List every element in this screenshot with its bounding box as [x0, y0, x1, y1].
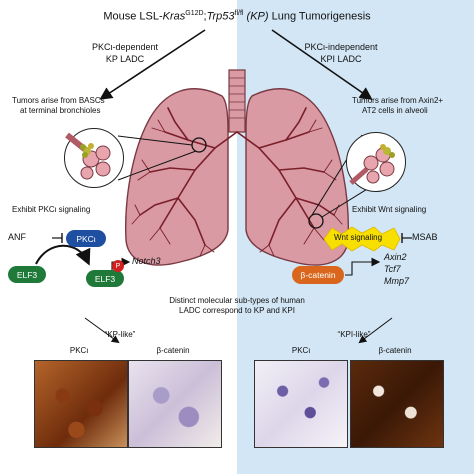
tcf7-target: Tcf7 [384, 264, 401, 274]
wnt-signaling-label: Wnt signaling [334, 233, 383, 242]
right-origin-line2: AT2 cells in alveoli [362, 106, 428, 115]
bronchial-tree [139, 107, 335, 246]
arrow-to-kpi [271, 29, 373, 100]
kp-catenin-stain-image [128, 360, 222, 448]
right-origin-line1: Tumors arise from Axin2+ [352, 96, 444, 105]
beta-catenin-node: β-catenin [292, 266, 344, 284]
right-dependency-label: PKCι-independent [304, 42, 378, 52]
left-subtype-label: KP LADC [105, 54, 145, 64]
left-lung [125, 88, 229, 266]
center-text-line2: LADC correspond to KP and KPI [179, 306, 295, 315]
notch3-target: Notch3 [132, 256, 161, 266]
left-origin-line2: at terminal bronchioles [20, 106, 101, 115]
kpi-like-label: “KPI-like” [337, 330, 371, 339]
alveoli-zoom-inset [346, 132, 406, 192]
arrow-to-kp [99, 29, 206, 100]
pkc-node: PKCι [66, 230, 106, 247]
kp-like-label: “KP-like” [104, 330, 136, 339]
phospho-badge: P [112, 260, 124, 272]
center-text-line1: Distinct molecular sub-types of human [169, 296, 305, 305]
axin2-target: Axin2 [384, 252, 407, 262]
figure-title: Mouse LSL-KrasG12D;Trp53fl/fl (KP) Lung … [103, 10, 371, 23]
elf3-node: ELF3 [8, 266, 46, 283]
left-stain1-label: PKCι [69, 346, 89, 355]
left-stain2-label: β-catenin [156, 346, 190, 355]
trachea [228, 69, 246, 133]
kpi-catenin-stain-image [350, 360, 444, 448]
right-stain2-label: β-catenin [378, 346, 412, 355]
right-subtype-label: KPI LADC [320, 54, 362, 64]
msab-label: MSAB [412, 232, 438, 242]
left-origin-line1: Tumors arise from BASCs [12, 96, 105, 105]
left-dependency-label: PKCι-dependent [91, 42, 159, 52]
right-stain1-label: PKCι [291, 346, 311, 355]
kp-pkc-stain-image [34, 360, 128, 448]
elf3-phospho-node: ELF3 [86, 270, 124, 287]
bronchiole-zoom-inset [64, 128, 124, 188]
kpi-pkc-stain-image [254, 360, 348, 448]
wnt-burst [323, 226, 401, 252]
alveoli-target-circle [308, 213, 324, 229]
left-signaling-label: Exhibit PKCι signaling [12, 205, 91, 214]
mmp7-target: Mmp7 [384, 276, 410, 286]
anf-label: ANF [8, 232, 26, 242]
right-signaling-label: Exhibit Wnt signaling [352, 205, 427, 214]
